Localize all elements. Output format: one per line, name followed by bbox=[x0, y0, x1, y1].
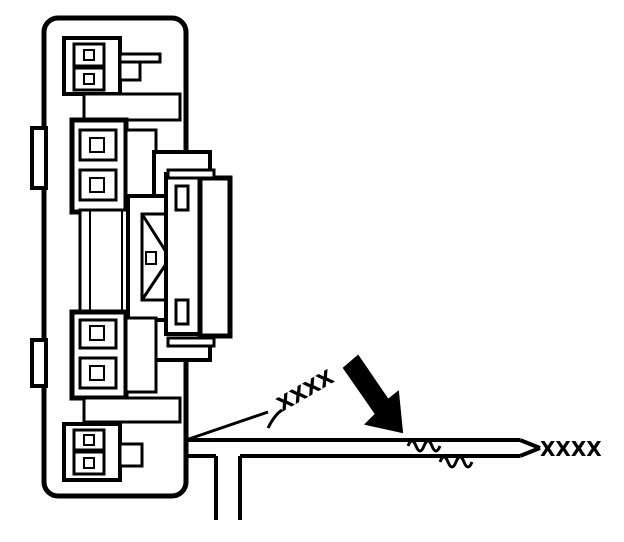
terminal-group-top bbox=[62, 36, 182, 122]
branch-wire-label: XXXX bbox=[273, 364, 339, 416]
housing-inner-channel bbox=[78, 208, 134, 316]
squiggle-break-icon bbox=[406, 439, 474, 469]
wire-harness bbox=[185, 410, 541, 520]
arrow-down-right-icon bbox=[342, 354, 404, 434]
terminal-group-lower-middle bbox=[69, 309, 182, 424]
branch-callout-leader bbox=[266, 408, 283, 429]
terminal-group-bottom bbox=[62, 422, 144, 482]
housing-left-tab-lower bbox=[30, 338, 48, 388]
housing-left-tab-upper bbox=[30, 126, 48, 190]
center-latch-assembly bbox=[126, 150, 233, 362]
terminal-group-upper-middle bbox=[69, 117, 158, 215]
main-wire-label: XXXX bbox=[540, 437, 602, 461]
